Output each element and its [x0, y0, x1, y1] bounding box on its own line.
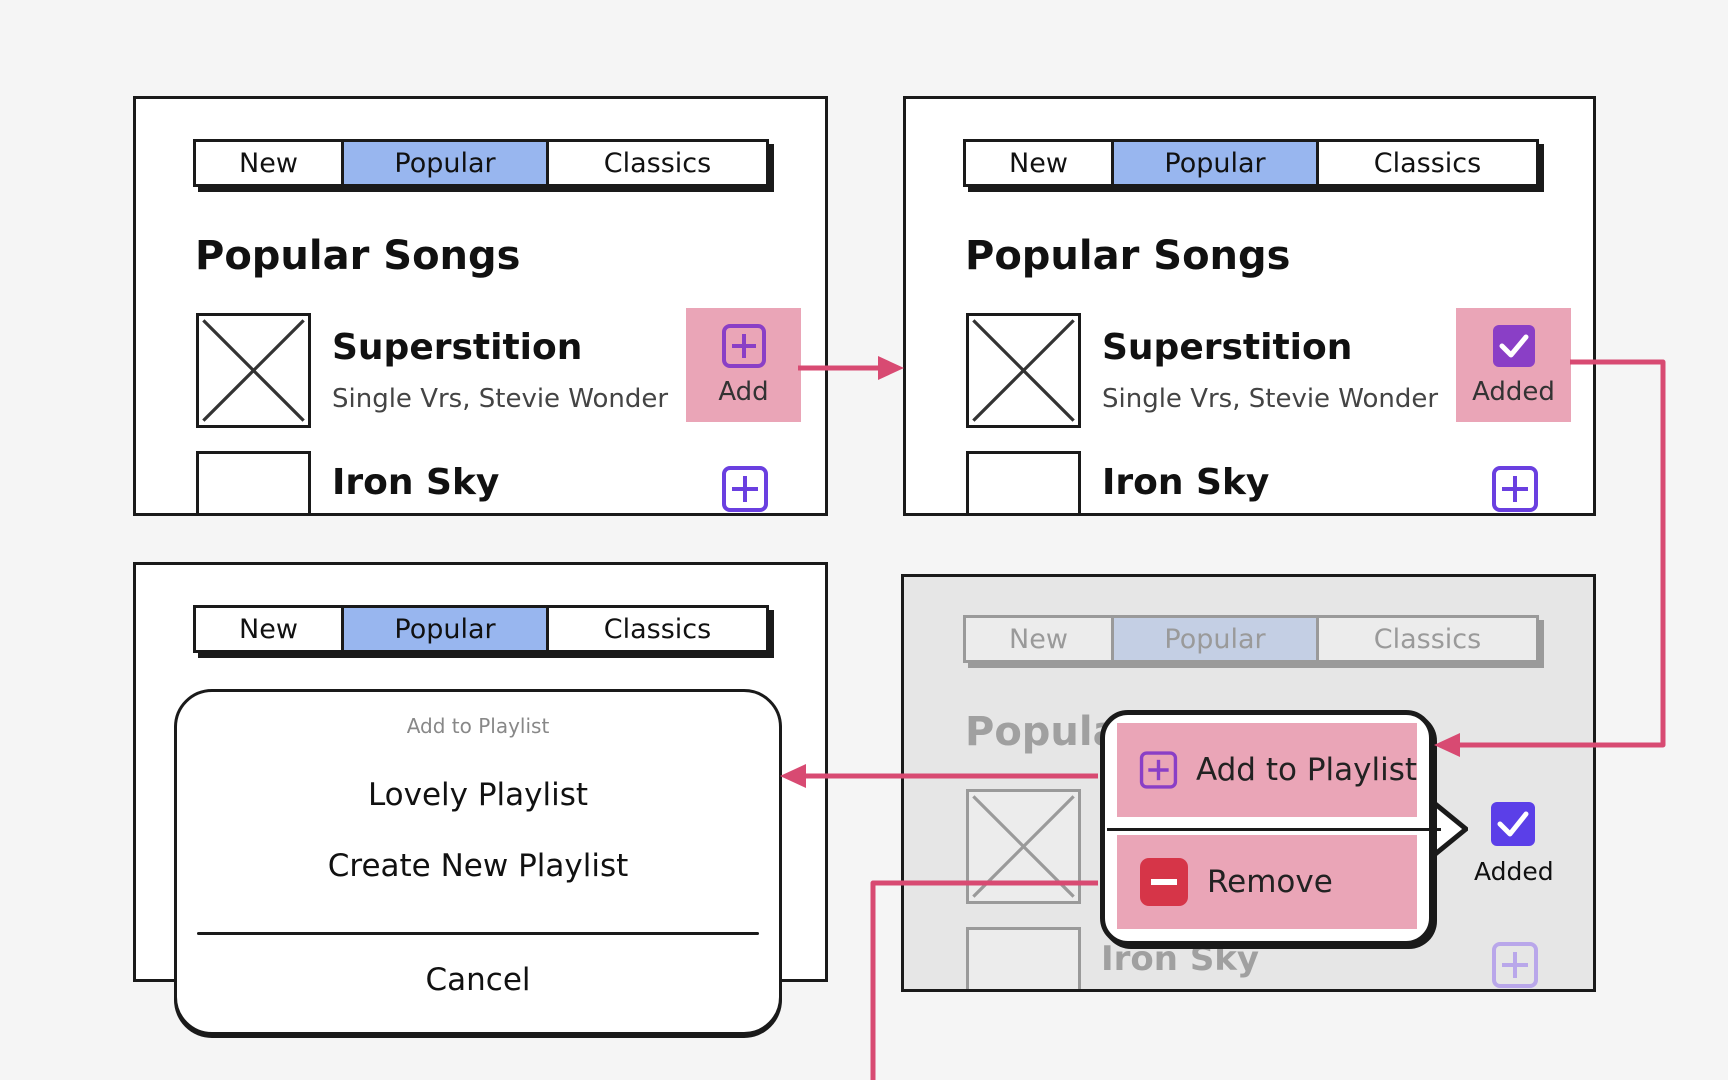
arrow-head	[878, 356, 904, 380]
tab-classics[interactable]: Classics	[603, 147, 712, 179]
album-art-placeholder	[966, 451, 1081, 513]
sheet-title: Add to Playlist	[406, 714, 550, 738]
song-title: Superstition	[332, 327, 583, 368]
tab-popular[interactable]: Popular	[1114, 142, 1319, 184]
page-heading: Popular Songs	[965, 233, 1291, 279]
divider	[197, 932, 759, 935]
segment-tabs: New Popular Classics	[193, 605, 769, 653]
song-subtitle: Single Vrs, Stevie Wonder	[332, 384, 669, 414]
page-heading: Popular Songs	[195, 233, 521, 279]
remove-option[interactable]: Remove	[1117, 835, 1417, 929]
remove-label: Remove	[1207, 864, 1333, 900]
tab-new[interactable]: New	[966, 618, 1114, 660]
tab-new[interactable]: New	[196, 608, 344, 650]
add-icon[interactable]	[721, 465, 769, 513]
context-menu: Add to Playlist Remove	[1100, 710, 1441, 946]
album-art-placeholder	[966, 313, 1081, 428]
added-label: Added	[1474, 857, 1554, 886]
add-icon	[1139, 751, 1178, 789]
album-art-placeholder	[196, 451, 311, 513]
tab-new[interactable]: New	[966, 142, 1114, 184]
checkbox-checked-icon	[1492, 325, 1535, 367]
segment-tabs: New Popular Classics	[193, 139, 769, 187]
add-icon[interactable]	[1491, 465, 1539, 513]
add-to-playlist-label: Add to Playlist	[1195, 752, 1417, 788]
cancel-button[interactable]: Cancel	[425, 962, 531, 998]
song-subtitle: Single Vrs, Stevie Wonder	[1102, 384, 1439, 414]
tab-classics[interactable]: Classics	[1373, 147, 1482, 179]
tab-popular[interactable]: Popular	[1114, 618, 1319, 660]
add-icon[interactable]	[1491, 941, 1539, 989]
add-label: Add	[718, 377, 769, 407]
add-to-playlist-option[interactable]: Add to Playlist	[1117, 723, 1417, 817]
tab-classics[interactable]: Classics	[1373, 623, 1482, 655]
create-playlist-option[interactable]: Create New Playlist	[327, 848, 629, 884]
tab-classics[interactable]: Classics	[603, 613, 712, 645]
song-title: Iron Sky	[332, 462, 500, 503]
remove-icon	[1140, 858, 1188, 906]
segment-tabs: New Popular Classics	[963, 139, 1539, 187]
add-to-playlist-sheet: Add to Playlist Lovely Playlist Create N…	[174, 689, 782, 1035]
tab-new[interactable]: New	[196, 142, 344, 184]
tab-popular[interactable]: Popular	[344, 142, 549, 184]
album-art-placeholder	[966, 927, 1081, 989]
song-title: Superstition	[1102, 327, 1353, 368]
segment-tabs: New Popular Classics	[963, 615, 1539, 663]
add-icon	[721, 324, 766, 368]
checkbox-checked-icon[interactable]	[1489, 800, 1537, 848]
album-art-placeholder	[966, 789, 1081, 904]
screen-2: New Popular Classics Popular Songs Super…	[903, 96, 1596, 516]
add-button[interactable]: Add	[686, 308, 801, 422]
page-heading: Popula	[965, 709, 1120, 755]
divider	[1107, 828, 1441, 831]
playlist-option[interactable]: Lovely Playlist	[367, 777, 589, 813]
album-art-placeholder	[196, 313, 311, 428]
song-title: Iron Sky	[1102, 462, 1270, 503]
tab-popular[interactable]: Popular	[344, 608, 549, 650]
added-button[interactable]: Added	[1456, 308, 1571, 422]
screen-1: New Popular Classics Popular Songs Super…	[133, 96, 828, 516]
added-label: Added	[1472, 377, 1555, 407]
